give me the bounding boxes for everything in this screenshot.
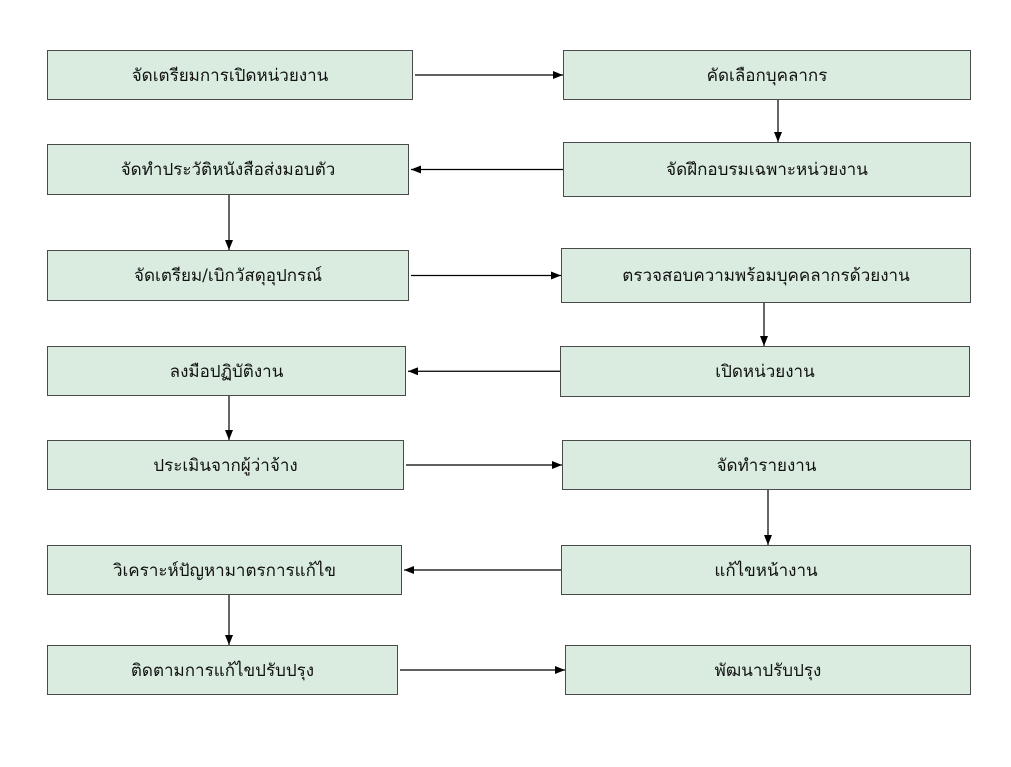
step-fix-onsite: แก้ไขหน้างาน — [561, 545, 971, 595]
step-make-report: จัดทำรายงาน — [562, 440, 971, 490]
step-analyze-problems: วิเคราะห์ปัญหามาตรการแก้ไข — [47, 545, 402, 595]
step-prepare-records: จัดทำประวัติหนังสือส่งมอบตัว — [47, 144, 409, 195]
step-develop-improve: พัฒนาปรับปรุง — [565, 645, 971, 695]
step-follow-up: ติดตามการแก้ไขปรับปรุง — [47, 645, 398, 695]
step-prepare-supplies: จัดเตรียม/เบิกวัสดุอุปกรณ์ — [47, 250, 409, 301]
step-client-evaluation: ประเมินจากผู้ว่าจ้าง — [47, 440, 404, 490]
step-select-personnel: คัดเลือกบุคลากร — [563, 50, 971, 100]
step-check-readiness: ตรวจสอบความพร้อมบุคคลากรด้วยงาน — [561, 248, 971, 303]
step-begin-work: ลงมือปฏิบัติงาน — [47, 346, 406, 396]
step-prepare-opening: จัดเตรียมการเปิดหน่วยงาน — [47, 50, 413, 100]
step-open-unit: เปิดหน่วยงาน — [560, 346, 970, 397]
step-unit-training: จัดฝึกอบรมเฉพาะหน่วยงาน — [563, 142, 971, 197]
